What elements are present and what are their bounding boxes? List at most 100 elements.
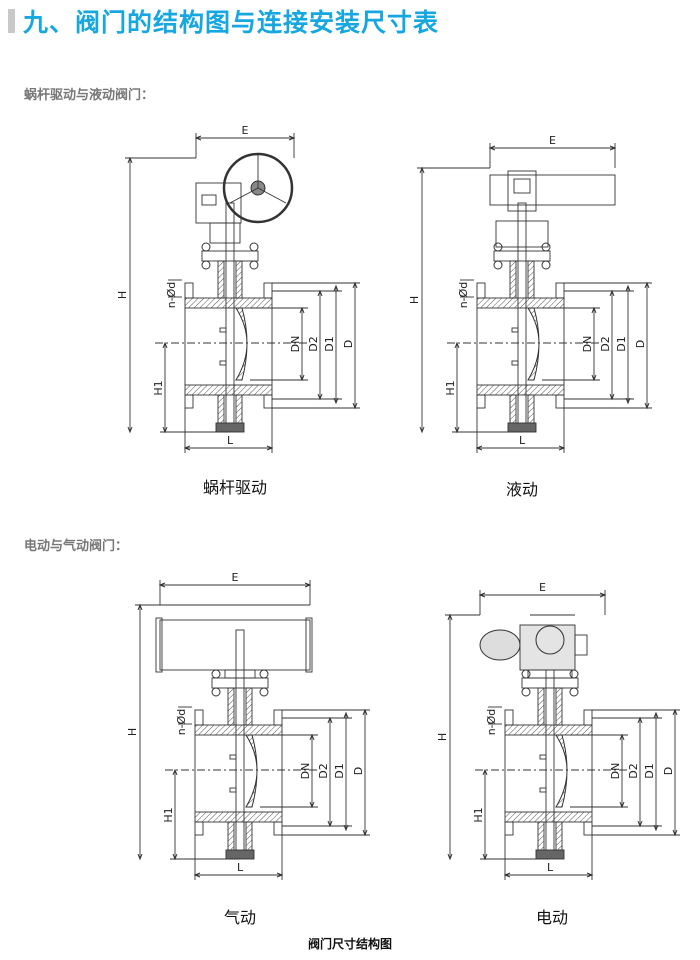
bottom-flange-lug-left bbox=[194, 821, 204, 836]
dim-label-l: L bbox=[227, 434, 234, 447]
dim-label-dn: DN bbox=[299, 763, 312, 780]
top-flange bbox=[476, 297, 565, 309]
bottom-flange-lug-left bbox=[476, 394, 486, 409]
motor bbox=[479, 629, 521, 661]
dim-label-d1: D1 bbox=[333, 763, 346, 778]
dim-label-dn: DN bbox=[609, 763, 622, 780]
dim-l-arrows bbox=[503, 872, 594, 878]
valve-disc bbox=[555, 734, 568, 808]
dim-l-arrows bbox=[193, 872, 284, 878]
dim-label-d: D bbox=[662, 767, 675, 775]
bolt bbox=[493, 260, 503, 270]
dim-l-arrows bbox=[183, 445, 274, 451]
top-flange-lug-left bbox=[184, 282, 194, 299]
dim-label-h: H bbox=[126, 728, 139, 736]
dim-h1-arrows bbox=[172, 768, 178, 861]
caption-hydraulic: 液动 bbox=[505, 480, 539, 499]
dim-label-d: D bbox=[634, 340, 647, 348]
dim-label-e: E bbox=[232, 571, 239, 584]
valve-disc bbox=[245, 734, 258, 808]
bottom-cap bbox=[215, 422, 245, 433]
title-bar-marker bbox=[8, 9, 15, 33]
title-text: 九、阀门的结构图与连接安装尺寸表 bbox=[23, 8, 440, 37]
dim-label-d1: D1 bbox=[615, 336, 628, 351]
dim-label-h1: H1 bbox=[444, 380, 457, 395]
dim-e-arrows bbox=[194, 135, 296, 141]
dim-label-h: H bbox=[116, 291, 129, 299]
pin bbox=[219, 360, 227, 366]
bottom-flange-lug-right bbox=[555, 394, 565, 409]
dim-h-arrows bbox=[419, 166, 425, 434]
bonnet-flange bbox=[493, 250, 551, 262]
dim-dn-arrows bbox=[591, 306, 597, 382]
dim-label-h: H bbox=[408, 296, 421, 304]
caption-electric: 电动 bbox=[535, 908, 569, 927]
bottom-flange bbox=[476, 384, 565, 396]
top-flange-lug-right bbox=[263, 282, 273, 299]
top-flange bbox=[184, 297, 273, 309]
lower-neck-left bbox=[217, 394, 225, 424]
lower-neck-left bbox=[227, 821, 235, 851]
hand-wheel bbox=[535, 625, 565, 655]
bottom-cap bbox=[535, 849, 565, 860]
dim-label-h: H bbox=[436, 733, 449, 741]
dim-label-d: D bbox=[352, 767, 365, 775]
pneumatic-cylinder bbox=[159, 619, 311, 671]
bolt bbox=[259, 687, 269, 697]
terminal-box bbox=[574, 634, 588, 656]
top-flange-lug-right bbox=[555, 282, 565, 299]
bottom-flange bbox=[194, 811, 283, 823]
dim-label-d1: D1 bbox=[323, 336, 336, 351]
end-cap bbox=[305, 617, 313, 673]
coupling bbox=[513, 178, 531, 194]
dim-e-arrows bbox=[478, 592, 607, 598]
bottom-flange-lug-right bbox=[583, 821, 593, 836]
coupling bbox=[527, 669, 573, 679]
lower-neck-right bbox=[555, 821, 563, 851]
dim-label-dn: DN bbox=[289, 336, 302, 353]
bottom-flange-lug-left bbox=[184, 394, 194, 409]
dim-d2-arrows bbox=[327, 716, 333, 828]
dim-d1-arrows bbox=[653, 711, 659, 832]
neck-wall-right bbox=[527, 260, 535, 299]
top-flange-lug-left bbox=[476, 282, 486, 299]
coupling bbox=[224, 669, 256, 679]
dim-label-d2: D2 bbox=[317, 763, 330, 778]
dim-d-arrows bbox=[672, 708, 678, 837]
dim-d-arrows bbox=[352, 281, 358, 410]
dim-h-arrows bbox=[447, 613, 453, 861]
bolt bbox=[569, 669, 579, 679]
neck-wall-right bbox=[555, 687, 563, 726]
section-heading-electric-pneumatic: 电动与气动阀门： bbox=[24, 539, 129, 554]
handwheel bbox=[222, 152, 294, 224]
dim-dn-arrows bbox=[299, 306, 305, 382]
bolt bbox=[521, 687, 531, 697]
dim-label-d2: D2 bbox=[307, 336, 320, 351]
dim-d2-arrows bbox=[637, 716, 643, 828]
pin bbox=[511, 327, 519, 333]
dim-label-d: D bbox=[342, 340, 355, 348]
dim-d1-arrows bbox=[333, 284, 339, 405]
valve-disc bbox=[527, 307, 540, 381]
dim-label-l: L bbox=[519, 434, 526, 447]
top-flange bbox=[504, 724, 593, 736]
pin bbox=[511, 360, 519, 366]
hydraulic-cylinder bbox=[489, 174, 616, 206]
gearbox-boss bbox=[201, 194, 217, 206]
bottom-flange bbox=[184, 384, 273, 396]
top-flange bbox=[194, 724, 283, 736]
pin bbox=[219, 327, 227, 333]
dim-dn-arrows bbox=[309, 733, 315, 809]
yoke bbox=[209, 222, 241, 244]
bolt bbox=[541, 260, 551, 270]
pin bbox=[539, 754, 547, 760]
pin bbox=[229, 787, 237, 793]
caption-worm: 蜗杆驱动 bbox=[202, 478, 268, 497]
valve-disc bbox=[235, 307, 248, 381]
dim-d-arrows bbox=[362, 708, 368, 837]
dim-e-arrows bbox=[158, 582, 312, 588]
page-title: 九、阀门的结构图与连接安装尺寸表 bbox=[8, 6, 440, 37]
yoke-box bbox=[507, 170, 537, 212]
dim-label-nd: n-Ød bbox=[485, 709, 498, 736]
